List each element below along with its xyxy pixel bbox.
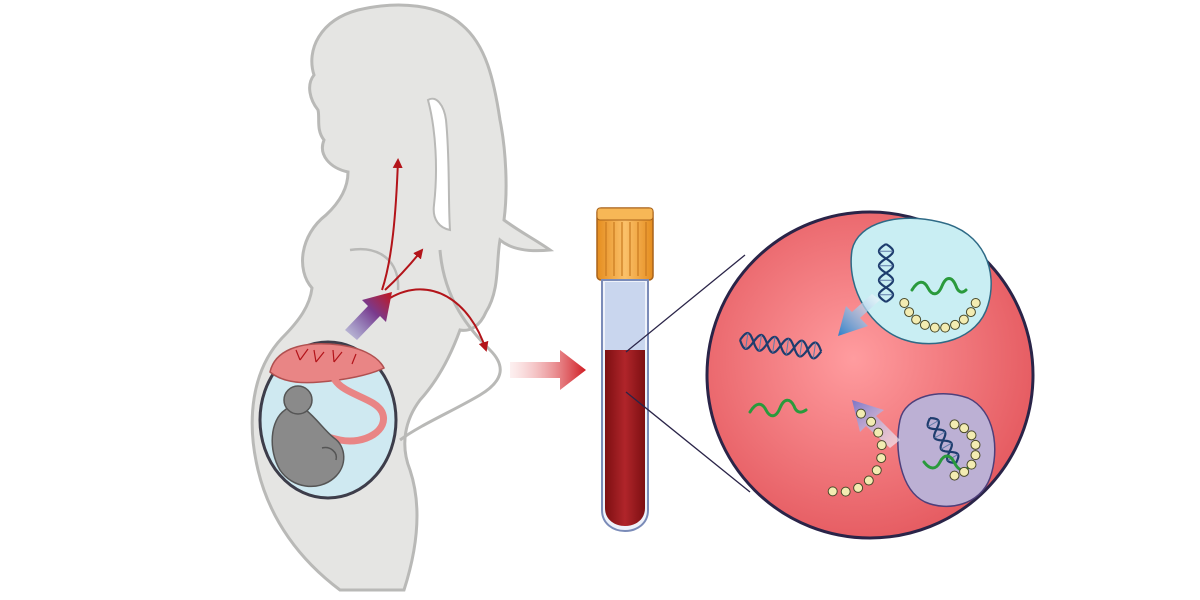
placenta-to-blood-arrow bbox=[345, 292, 392, 340]
blood-tube bbox=[596, 207, 654, 532]
dna-group bbox=[738, 243, 960, 465]
hair-gap bbox=[426, 97, 452, 232]
vesicle-group bbox=[827, 297, 981, 497]
plasma-layer bbox=[605, 282, 645, 350]
vesicle-chain-purple-cell bbox=[949, 419, 981, 481]
cell-free-rna bbox=[748, 398, 808, 418]
vesicle-chain-blue-cell bbox=[899, 297, 981, 333]
rna-in-blue-cell bbox=[910, 277, 968, 296]
cell-free-dna bbox=[738, 331, 823, 360]
arrow-right bbox=[389, 288, 489, 352]
release-arrow-blue bbox=[838, 294, 880, 336]
blood-draw-arrow bbox=[510, 350, 586, 390]
arrow-mid bbox=[384, 248, 424, 291]
cell-free-vesicle-chain bbox=[827, 408, 887, 497]
placenta bbox=[269, 342, 386, 384]
circulation-arrows bbox=[381, 158, 489, 352]
fetus bbox=[271, 385, 345, 488]
dna-in-blue-cell bbox=[877, 243, 895, 303]
cell-purple bbox=[897, 393, 996, 508]
zoom-lines bbox=[625, 254, 751, 493]
breast-outline bbox=[349, 247, 400, 291]
dna-in-purple-cell bbox=[926, 416, 960, 465]
placenta-vessels bbox=[295, 348, 357, 365]
mother-silhouette bbox=[250, 3, 555, 592]
arrow-up bbox=[381, 158, 403, 291]
blood-layer bbox=[605, 350, 645, 526]
arm-outline bbox=[399, 249, 502, 442]
